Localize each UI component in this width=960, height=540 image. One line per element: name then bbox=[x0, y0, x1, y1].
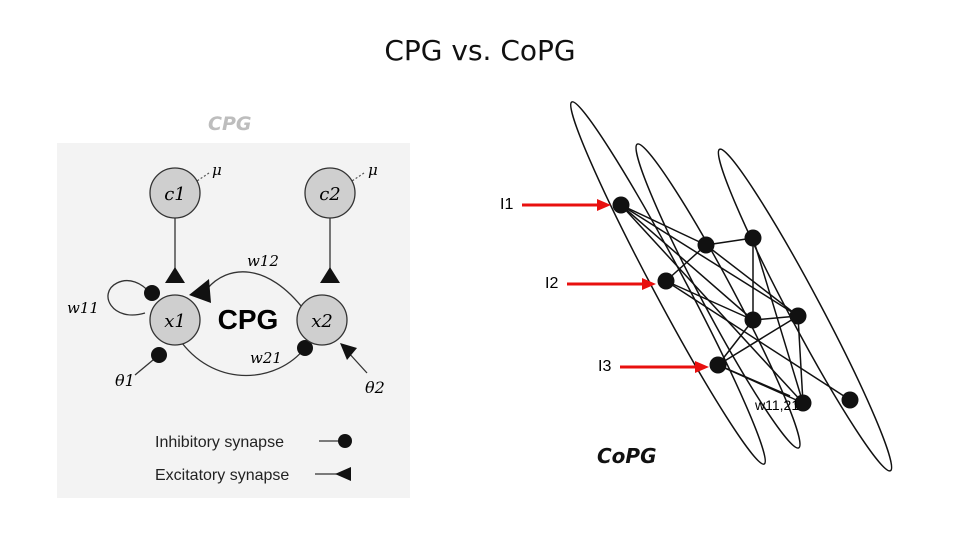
node-c2 bbox=[304, 167, 356, 219]
w12-label: w12 bbox=[247, 252, 279, 270]
w21-inhibitory-synapse bbox=[297, 340, 313, 356]
cpg-caption: CPG bbox=[208, 113, 252, 135]
copg-node bbox=[657, 272, 675, 290]
node-x1 bbox=[149, 294, 201, 346]
node-x2 bbox=[296, 294, 348, 346]
theta2-label: θ2 bbox=[365, 378, 385, 397]
input-arrow-2-head bbox=[642, 278, 656, 290]
node-x1-label: x1 bbox=[164, 311, 186, 332]
w21-connection bbox=[181, 342, 306, 376]
copg-input-arrows bbox=[522, 199, 709, 373]
copg-node bbox=[744, 229, 762, 247]
cpg-diagram: μ μ c1 c2 w12 w21 w11 x1 x2 CPG θ1 θ2 bbox=[67, 161, 385, 484]
copg-caption: CoPG bbox=[597, 444, 657, 468]
copg-ellipse-1 bbox=[569, 101, 767, 465]
input-arrow-3-head bbox=[695, 361, 709, 373]
copg-node bbox=[789, 307, 807, 325]
copg-edges bbox=[620, 204, 851, 404]
w21-label: w21 bbox=[250, 349, 282, 367]
copg-node bbox=[744, 311, 762, 329]
c2-excitatory-synapse bbox=[320, 267, 340, 283]
legend-inhibitory-symbol bbox=[338, 434, 352, 448]
copg-ellipse-2 bbox=[635, 143, 801, 449]
node-c1-label: c1 bbox=[164, 184, 186, 205]
node-c1 bbox=[149, 167, 201, 219]
legend-excitatory-symbol bbox=[335, 467, 351, 481]
copg-node bbox=[709, 356, 727, 374]
cpg-center-label: CPG bbox=[218, 304, 279, 335]
theta2-excitatory-synapse bbox=[340, 343, 357, 360]
legend-excitatory-label: Excitatory synapse bbox=[155, 467, 289, 484]
mu-label-2: μ bbox=[368, 161, 378, 179]
copg-node bbox=[612, 196, 630, 214]
copg-node bbox=[841, 391, 859, 409]
copg-node bbox=[794, 394, 812, 412]
copg-ellipse-3 bbox=[717, 148, 893, 472]
input-label-1: I1 bbox=[500, 196, 513, 213]
w11-self-loop bbox=[107, 279, 151, 316]
w11-label: w11 bbox=[67, 299, 99, 317]
theta1-label: θ1 bbox=[115, 371, 135, 390]
node-x2-label: x2 bbox=[311, 311, 333, 332]
input-arrow-1-head bbox=[597, 199, 611, 211]
input-label-2: I2 bbox=[545, 275, 558, 292]
w11-inhibitory-synapse bbox=[144, 285, 160, 301]
slide-title: CPG vs. CoPG bbox=[384, 34, 576, 67]
w12-excitatory-synapse bbox=[189, 279, 211, 303]
copg-node bbox=[697, 236, 715, 254]
copg-weight-label: w11,21 bbox=[754, 397, 799, 413]
c1-excitatory-synapse bbox=[165, 267, 185, 283]
legend-inhibitory-label: Inhibitory synapse bbox=[155, 434, 284, 451]
input-label-3: I3 bbox=[598, 358, 611, 375]
theta1-inhibitory-synapse bbox=[151, 347, 167, 363]
cpg-figure: μ μ c1 c2 w12 w21 w11 x1 x2 CPG θ1 θ2 bbox=[57, 143, 410, 498]
mu-label-1: μ bbox=[212, 161, 222, 179]
node-c2-label: c2 bbox=[319, 184, 341, 205]
w12-connection bbox=[206, 271, 306, 312]
